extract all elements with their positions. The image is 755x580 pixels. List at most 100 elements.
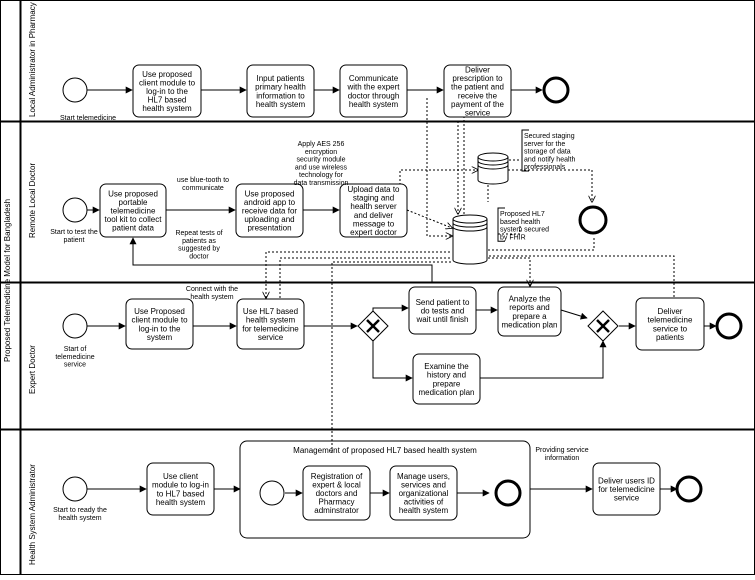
data-associations — [266, 98, 675, 453]
annotation-line: storage of data — [524, 149, 571, 156]
task-label-line: wait until finish — [415, 315, 468, 324]
start-event-admin[interactable] — [62, 476, 88, 502]
end-event-admin[interactable] — [675, 475, 703, 503]
task-label-line: expert doctor — [350, 228, 397, 237]
task-hsa-manage[interactable]: Manage users,services andorganizationala… — [389, 465, 458, 521]
annotation-line: Secured staging — [524, 133, 575, 140]
annotation-start-telemedicine: Start telemedicine — [60, 115, 116, 122]
task-label-line: Manage users, — [397, 472, 450, 481]
task-label-line: log-in to the — [146, 87, 188, 96]
annotation-line: suggested by — [178, 246, 220, 253]
task-label-line: HL7 based — [148, 96, 187, 105]
annotation-line: information — [545, 455, 580, 462]
task-label-line: Communicate — [349, 74, 399, 83]
annotation-line: Start to ready the — [53, 507, 107, 514]
task-label-line: health system — [399, 506, 449, 515]
annotation-line: use blue-tooth to — [177, 177, 229, 184]
annotation-line: health system — [190, 294, 233, 301]
task-label-line: doctor through — [348, 91, 400, 100]
lane-label-remote-doctor: Remote Local Doctor — [28, 163, 37, 238]
task-label-line: uploading and — [244, 215, 294, 224]
task-label-line: reports and — [509, 303, 549, 312]
task-label-line: module to log-in — [152, 481, 209, 490]
task-label-line: Upload data to — [347, 185, 400, 194]
task-label-line: Deliver — [465, 66, 490, 75]
task-label-line: client module to — [131, 316, 188, 325]
annotation-line: Start of — [64, 346, 87, 353]
end-event-expert[interactable] — [715, 312, 743, 340]
task-label-line: tool kit to collect — [105, 215, 163, 224]
task-label-line: message to — [353, 219, 395, 228]
task-label-line: activities of — [404, 498, 444, 507]
start-event-pharmacy[interactable] — [62, 77, 88, 103]
end-event-remote-doctor[interactable] — [578, 205, 608, 235]
end-event-subprocess[interactable] — [494, 479, 522, 507]
task-label-line: Analyze the — [509, 295, 551, 304]
annotation-line: patient — [63, 237, 84, 244]
start-event-subprocess[interactable] — [259, 480, 285, 506]
task-label-line: to HL7 based — [157, 489, 205, 498]
task-label-line: receive data for — [242, 207, 297, 216]
annotation-line: Apply AES 256 — [298, 141, 345, 148]
task-label-line: Use HL7 based — [243, 307, 298, 316]
task-label-line: health system — [246, 316, 296, 325]
task-label-line: service — [614, 494, 640, 503]
staging-server-datastore[interactable] — [477, 152, 509, 185]
lane-label-health-admin: Health System Administrator — [28, 464, 37, 565]
task-label-line: doctors and — [316, 489, 358, 498]
annotation-line: server for the — [524, 141, 565, 148]
exclusive-gateway-merge[interactable] — [587, 310, 619, 342]
task-label-line: for telemedicine — [598, 485, 655, 494]
task-group: Use proposed client module to log-in to th… — [99, 64, 705, 521]
annotation-line: Connect with the — [186, 286, 238, 293]
annotation-line: health system — [58, 515, 101, 522]
hl7-server-datastore[interactable] — [452, 214, 488, 265]
start-event-remote-doctor[interactable] — [62, 197, 88, 223]
annotation-line: professionals — [524, 164, 566, 171]
task-label-line: prepare — [433, 379, 461, 388]
task-label-line: Registration of — [311, 472, 363, 481]
annotation-line: Proposed HL7 — [500, 211, 545, 218]
end-event-pharmacy[interactable] — [542, 76, 570, 104]
task-label-line: patients — [656, 333, 684, 342]
task-label-line: medication plan — [418, 388, 474, 397]
task-label-line: health server — [350, 202, 397, 211]
task-label-line: staging and — [353, 194, 394, 203]
task-label-line: patient data — [112, 224, 154, 233]
task-label-line: telemedicine — [111, 207, 156, 216]
task-label-line: Use proposed — [142, 70, 192, 79]
task-label-line: health system — [156, 498, 206, 507]
exclusive-gateway-split[interactable] — [357, 310, 389, 342]
task-label-line: service — [258, 333, 284, 342]
task-label-line: Send patient to — [416, 298, 470, 307]
pool-title: Proposed Telemedicine Model for Banglade… — [3, 199, 12, 362]
task-label-line: services and — [401, 480, 446, 489]
start-event-expert[interactable] — [62, 313, 88, 339]
